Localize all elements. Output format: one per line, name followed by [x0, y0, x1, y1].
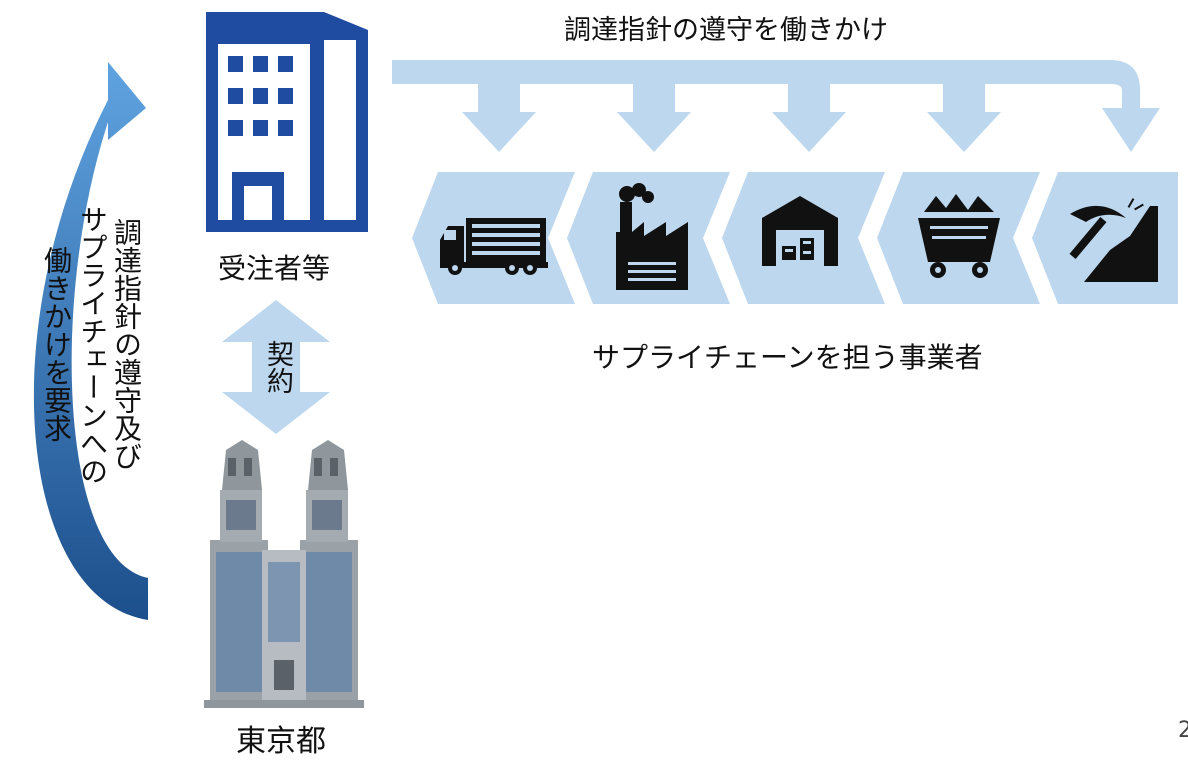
warehouse-icon: [762, 196, 838, 266]
side-text-line2: サプライチェーンへの: [76, 205, 109, 485]
mine-cart-icon: [918, 194, 1000, 278]
truck-icon: [440, 218, 548, 275]
tokyo-government-building-icon: [204, 440, 364, 708]
office-building-icon: [206, 12, 368, 232]
side-text-line1: 調達指針の遵守及び: [110, 218, 143, 470]
instruction-arrow: [392, 60, 1160, 152]
curved-arrow: [33, 62, 148, 620]
tokyo-label: 東京都: [236, 724, 326, 759]
contract-double-arrow: [222, 300, 330, 434]
contract-label: 契約: [262, 340, 293, 394]
supply-chain-label: サプライチェーンを担う事業者: [592, 341, 983, 374]
top-instruction-label: 調達指針の遵守を働きかけ: [564, 15, 888, 46]
pickaxe-icon: [1069, 198, 1158, 282]
contractor-label: 受注者等: [218, 252, 331, 285]
page-number: 2: [1178, 718, 1188, 743]
side-text-line3: 働きかけを要求: [40, 246, 73, 442]
factory-icon: [616, 183, 688, 290]
